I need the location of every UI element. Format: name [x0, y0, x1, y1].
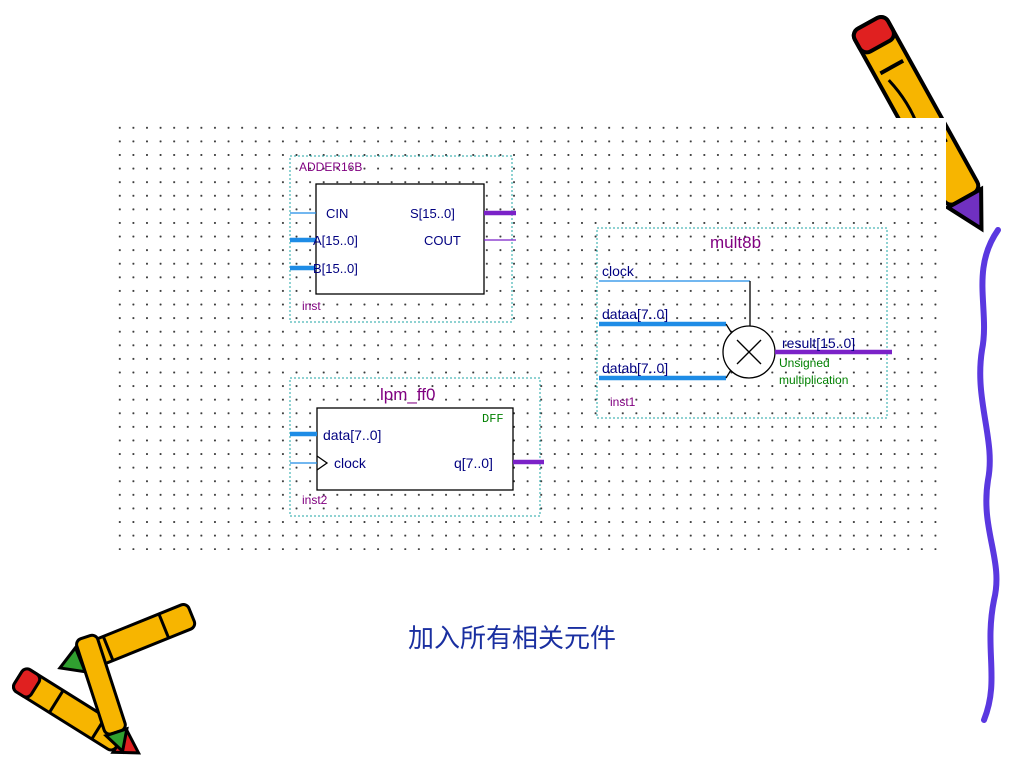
ff-frame: [289, 377, 541, 517]
adder-block[interactable]: ADDER16B CIN A[15..0] B[15..0] S[15..0] …: [289, 155, 516, 323]
adder-pin-cin: CIN: [326, 206, 348, 221]
mult-pin-dataa: dataa[7..0]: [602, 306, 668, 322]
adder-out-cout: COUT: [424, 233, 461, 248]
mult-pin-datab: datab[7..0]: [602, 360, 668, 376]
adder-pin-a: A[15..0]: [313, 233, 358, 248]
mult-block[interactable]: mult8b clock dataa[7..0] datab[7..0] res…: [596, 227, 892, 419]
ff-out-q: q[7..0]: [454, 455, 493, 471]
mult-note-line2: multiplication: [779, 373, 848, 387]
mult-out-result: result[15..0]: [782, 335, 855, 351]
ff-block[interactable]: lpm_ff0 DFF data[7..0] clock q[7..0] ins…: [289, 377, 544, 517]
adder-title: ADDER16B: [299, 160, 362, 174]
ff-pin-clock: clock: [334, 455, 367, 471]
schematic-canvas[interactable]: ADDER16B CIN A[15..0] B[15..0] S[15..0] …: [110, 118, 946, 550]
adder-out-s: S[15..0]: [410, 206, 455, 221]
caption: 加入所有相关元件: [407, 624, 616, 654]
adder-body: [315, 183, 485, 295]
wavy-line-icon: [977, 227, 1001, 723]
mult-frame: [596, 227, 888, 419]
ff-type: DFF: [482, 412, 504, 426]
mult-note-line1: Unsigned: [779, 356, 830, 370]
mult-instance: inst1: [610, 395, 636, 409]
ff-body: [316, 407, 514, 491]
adder-instance: inst: [302, 299, 321, 313]
adder-pin-b: B[15..0]: [313, 261, 358, 276]
ff-instance: inst2: [302, 493, 328, 507]
crayons-icon: [12, 603, 197, 755]
ff-title: lpm_ff0: [380, 385, 435, 404]
ff-pin-data: data[7..0]: [323, 427, 381, 443]
mult-pin-clock: clock: [602, 263, 635, 279]
mult-title: mult8b: [710, 233, 761, 252]
